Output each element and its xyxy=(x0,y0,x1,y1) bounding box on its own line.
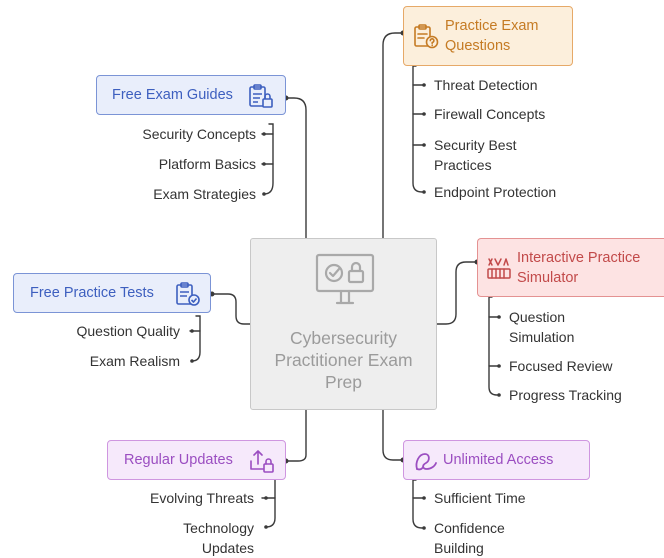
clipboard-question-icon xyxy=(414,24,439,49)
leaf-exam-strategies: Exam Strategies xyxy=(153,186,256,202)
clipboard-lock-icon xyxy=(249,84,273,108)
center-node: Cybersecurity Practitioner Exam Prep xyxy=(250,238,437,410)
leaf-focused-review: Focused Review xyxy=(509,358,613,374)
center-title: Cybersecurity Practitioner Exam Prep xyxy=(274,328,413,392)
node-title: Free Practice Tests xyxy=(30,285,154,301)
leaf-evolving-threats: Evolving Threats xyxy=(149,490,254,506)
node-regular-updates: Regular Updates xyxy=(107,440,286,480)
leaf-question-quality: Question Quality xyxy=(76,323,181,339)
upload-lock-icon xyxy=(250,450,274,473)
leaf-firewall-concepts: Firewall Concepts xyxy=(434,106,546,122)
leaf-exam-realism: Exam Realism xyxy=(89,353,180,369)
leaf-question-simulation: Question Simulation xyxy=(509,309,575,345)
leaf-sufficient-time: Sufficient Time xyxy=(434,490,526,506)
node-title: Interactive Practice Simulator xyxy=(517,250,641,286)
node-free-practice-tests: Free Practice Tests xyxy=(13,273,211,313)
leaf-progress-tracking: Progress Tracking xyxy=(509,387,622,403)
leaf-security-best-practices: Security Best Practices xyxy=(434,137,517,173)
clipboard-check-icon xyxy=(176,282,200,306)
node-interactive-practice-simulator: Interactive Practice Simulator xyxy=(477,238,664,297)
node-title: Regular Updates xyxy=(124,452,233,468)
node-title: Practice Exam Questions xyxy=(445,18,539,54)
simulator-icon xyxy=(487,258,511,279)
monitor-check-lock-icon xyxy=(315,253,375,305)
node-practice-exam-questions: Practice Exam Questions xyxy=(403,6,573,66)
node-free-exam-guides: Free Exam Guides xyxy=(96,75,286,115)
leaf-confidence-building: Confidence Building xyxy=(434,520,505,556)
leaf-platform-basics: Platform Basics xyxy=(158,156,256,172)
node-title: Unlimited Access xyxy=(443,452,554,468)
leaf-security-concepts: Security Concepts xyxy=(142,126,256,142)
leaf-endpoint-protection: Endpoint Protection xyxy=(434,184,557,200)
leaf-technology-updates: Technology Updates xyxy=(183,520,254,556)
node-unlimited-access: Unlimited Access xyxy=(403,440,590,480)
infinity-icon xyxy=(415,453,437,471)
leaf-threat-detection: Threat Detection xyxy=(434,77,538,93)
node-title: Free Exam Guides xyxy=(112,87,233,103)
